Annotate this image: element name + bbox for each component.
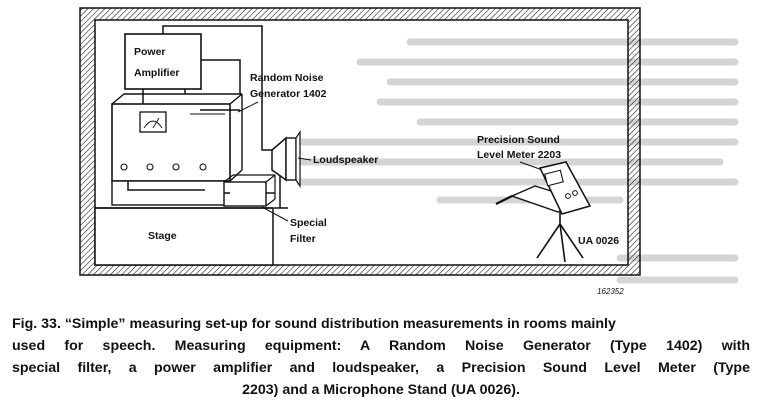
leader-line — [297, 157, 312, 161]
power-amplifier-label-1: Power — [134, 46, 166, 58]
meter-dial-icon — [139, 111, 167, 133]
special-filter-label-1: Special — [290, 217, 327, 229]
sound-level-meter-label-2: Level Meter 2203 — [477, 149, 561, 161]
caption-line-2: used for speech. Measuring equipment: A … — [12, 338, 750, 354]
random-noise-label-2: Generator 1402 — [250, 88, 327, 100]
sound-level-meter — [495, 161, 592, 215]
loudspeaker — [271, 130, 301, 209]
measuring-setup-diagram: Power Amplifier — [79, 7, 739, 296]
knob-icon — [172, 163, 180, 171]
show-through-text — [296, 38, 739, 284]
power-amplifier-label-2: Amplifier — [134, 67, 180, 79]
knob-icon — [565, 193, 571, 199]
sound-level-meter-label-1: Precision Sound — [477, 134, 560, 146]
random-noise-label-1: Random Noise — [250, 72, 324, 84]
figure-number: 162352 — [597, 287, 624, 296]
leader-line — [261, 206, 289, 222]
knob-icon — [572, 190, 578, 196]
knob-icon — [146, 163, 154, 171]
microphone-stand — [536, 212, 584, 263]
caption-line-1: Fig. 33. “Simple” measuring set-up for s… — [12, 316, 616, 332]
connection-cables — [127, 25, 275, 194]
special-filter — [223, 174, 276, 207]
power-amplifier: Power Amplifier — [124, 33, 202, 90]
knob-icon — [199, 163, 207, 171]
stage-label: Stage — [148, 230, 177, 242]
stage — [94, 207, 274, 266]
knob-icon — [120, 163, 128, 171]
meter-dial-icon — [544, 169, 564, 187]
caption-line-3: special filter, a power amplifier and lo… — [12, 360, 750, 376]
special-filter-label-2: Filter — [290, 233, 316, 245]
microphone-icon — [495, 195, 513, 205]
figure-caption: Fig. 33. “Simple” measuring set-up for s… — [12, 313, 750, 401]
loudspeaker-label: Loudspeaker — [313, 154, 378, 166]
caption-line-4: 2203) and a Microphone Stand (UA 0026). — [242, 382, 520, 398]
random-noise-generator — [111, 93, 243, 182]
stand-label: UA 0026 — [578, 235, 619, 247]
room-walls — [79, 7, 641, 276]
leader-line — [237, 101, 259, 113]
